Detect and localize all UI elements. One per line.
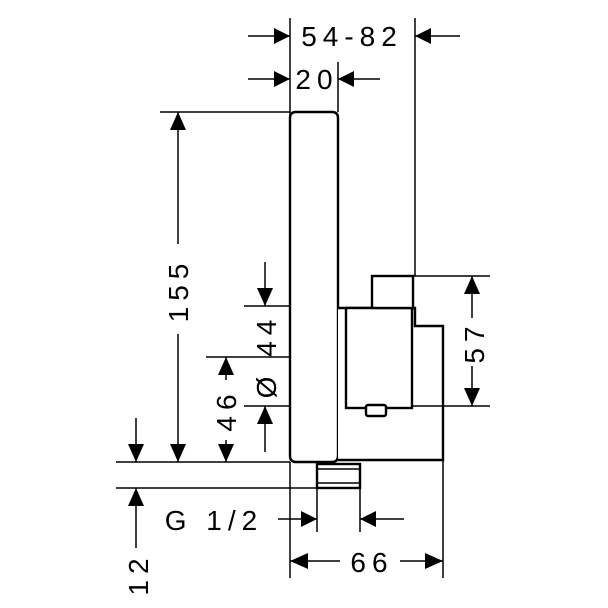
dim-label-bottom-offset: 12 bbox=[123, 552, 154, 595]
arrow-head bbox=[274, 71, 290, 87]
dim-label-diameter: Ø 44 bbox=[251, 314, 282, 399]
arrow-head bbox=[257, 288, 273, 306]
arrow-head bbox=[338, 71, 354, 87]
arrow-head bbox=[218, 444, 234, 462]
arrow-head bbox=[464, 388, 480, 406]
bottom-connector bbox=[315, 462, 362, 490]
arrow-head bbox=[170, 112, 186, 130]
dimension-lines bbox=[128, 28, 480, 569]
arrow-head bbox=[415, 28, 431, 44]
arrow-head bbox=[170, 444, 186, 462]
arrow-head bbox=[257, 406, 273, 424]
front-panel bbox=[288, 110, 340, 464]
top-stub bbox=[370, 274, 415, 310]
arrow-head bbox=[218, 357, 234, 375]
arrow-head bbox=[290, 553, 308, 569]
dim-label-overall-width: 66 bbox=[350, 547, 393, 578]
dim-label-panel-depth: 20 bbox=[295, 64, 338, 95]
arrow-head bbox=[301, 511, 317, 527]
dimension-labels: 54-82 20 155 46 Ø 44 57 G 1/2 12 66 bbox=[123, 21, 490, 596]
dim-label-lower-offset: 46 bbox=[211, 388, 242, 431]
dim-label-body-height: 57 bbox=[459, 320, 490, 363]
arrow-head bbox=[128, 488, 144, 506]
arrow-head bbox=[464, 276, 480, 294]
dim-label-height: 155 bbox=[163, 258, 194, 323]
arrow-head bbox=[274, 28, 290, 44]
extension-lines bbox=[116, 18, 490, 578]
dim-label-overall-depth: 54-82 bbox=[301, 21, 403, 52]
dim-label-thread: G 1/2 bbox=[165, 505, 263, 536]
bottom-knob bbox=[364, 403, 388, 418]
arrow-head bbox=[128, 444, 144, 462]
arrow-head bbox=[360, 511, 376, 527]
product-outline bbox=[288, 110, 445, 490]
arrow-head bbox=[425, 553, 443, 569]
mounting-body bbox=[344, 306, 414, 410]
